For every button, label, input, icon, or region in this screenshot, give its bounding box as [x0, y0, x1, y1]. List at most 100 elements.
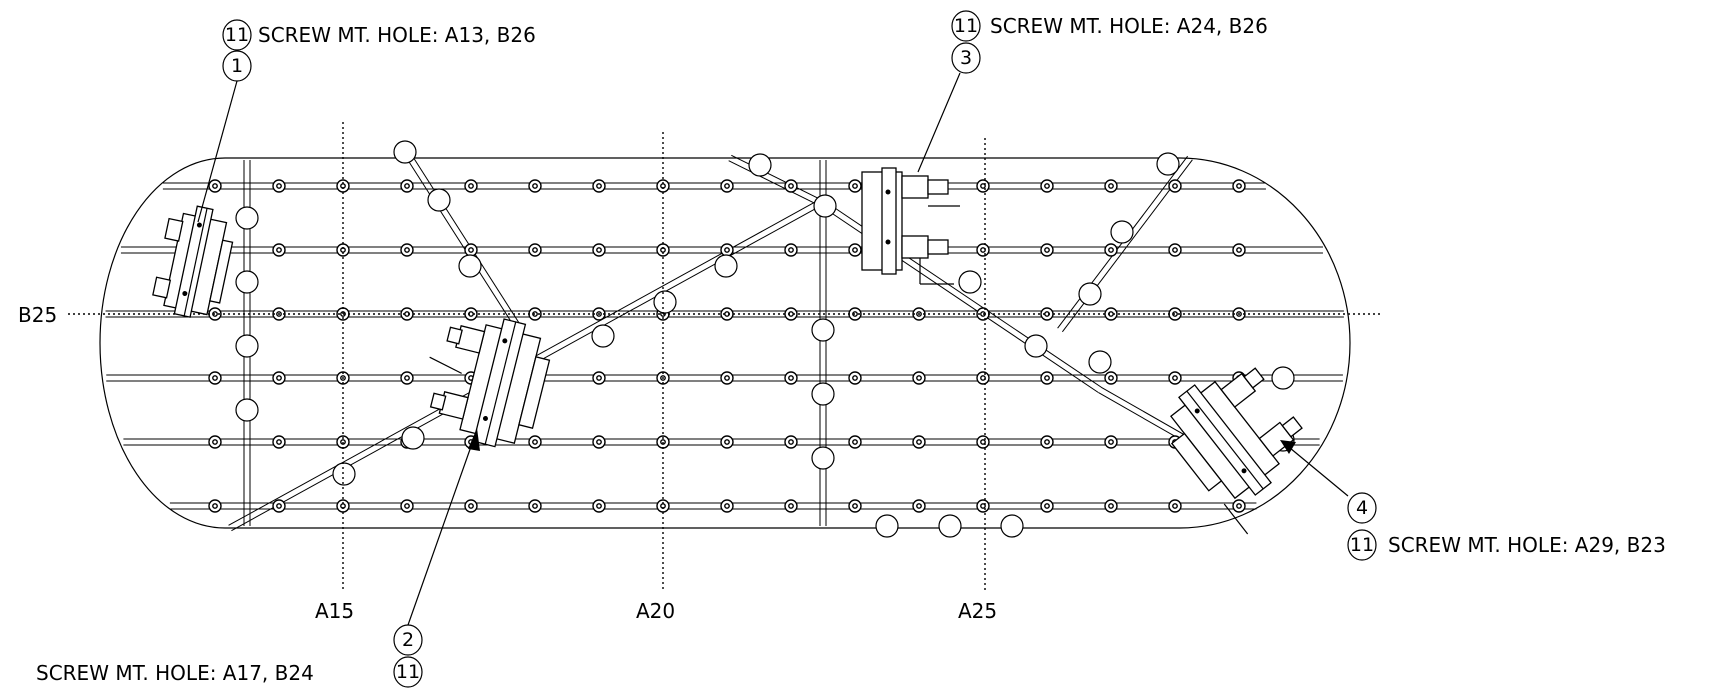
grid-rails: [105, 160, 1344, 526]
leader-line-4: [1289, 447, 1349, 497]
svg-text:3: 3: [960, 47, 972, 69]
mounting-hole-center: [788, 183, 794, 189]
mounting-hole-center: [1172, 375, 1178, 381]
mounting-hole-center: [1172, 503, 1178, 509]
callout-1-note: SCREW MT. HOLE: A13, B26: [258, 23, 536, 47]
leader-line-2: [407, 437, 475, 626]
callout-4-note: SCREW MT. HOLE: A29, B23: [1388, 533, 1666, 557]
mounting-hole-center: [724, 375, 730, 381]
leader-line-1: [197, 80, 238, 223]
callout-1: 11 1 SCREW MT. HOLE: A13, B26: [222, 19, 536, 82]
mounting-hole-center: [1044, 247, 1050, 253]
breadboard-outline: [99, 157, 1351, 529]
large-mounting-hole: [1110, 220, 1134, 244]
mounting-hole-center: [1044, 503, 1050, 509]
large-mounting-hole: [401, 426, 425, 450]
mounting-hole-center: [1108, 183, 1114, 189]
large-mounting-hole: [1000, 514, 1024, 538]
large-mounting-hole: [1024, 334, 1048, 358]
svg-text:11: 11: [1350, 534, 1374, 556]
large-mounting-hole: [811, 318, 835, 342]
mounting-hole-center: [532, 439, 538, 445]
mounting-hole-center: [276, 247, 282, 253]
mounting-hole-center: [852, 503, 858, 509]
large-mounting-hole: [1078, 282, 1102, 306]
mounting-hole-center: [980, 183, 986, 189]
leader-arrow-4: [1280, 440, 1296, 454]
large-mounting-hole: [591, 324, 615, 348]
mounting-hole-center: [916, 375, 922, 381]
large-mounting-hole: [427, 188, 451, 212]
mounting-hole-center: [212, 503, 218, 509]
callout-2-note: SCREW MT. HOLE: A17, B24: [36, 661, 314, 685]
leader-line-3: [917, 72, 961, 173]
mounting-hole-center: [404, 183, 410, 189]
large-mounting-hole: [1088, 350, 1112, 374]
callout-4: 4 11 SCREW MT. HOLE: A29, B23: [1347, 492, 1666, 561]
mounting-hole-center: [1236, 247, 1242, 253]
mount-assembly-1: [152, 205, 234, 318]
large-mounting-hole: [235, 270, 259, 294]
mounting-hole-center: [852, 247, 858, 253]
svg-text:1: 1: [231, 55, 243, 77]
mounting-hole-center: [1172, 247, 1178, 253]
mounting-hole-center: [788, 503, 794, 509]
mounting-hole-center: [1108, 439, 1114, 445]
diagonal-rail: [728, 160, 824, 209]
diagonal-rail: [402, 151, 518, 332]
mounting-hole-center: [788, 247, 794, 253]
mounting-hole-center: [1044, 183, 1050, 189]
mounting-hole-center: [980, 503, 986, 509]
mounting-hole-center: [468, 183, 474, 189]
mounting-hole-center: [1236, 183, 1242, 189]
mounting-hole-center: [852, 311, 858, 317]
mounting-hole-center: [596, 247, 602, 253]
mounting-hole-center: [596, 439, 602, 445]
mounting-hole-center: [724, 503, 730, 509]
mounting-hole-center: [276, 439, 282, 445]
mounting-hole-center: [724, 183, 730, 189]
mounting-hole-center: [1236, 503, 1242, 509]
large-mounting-hole: [811, 446, 835, 470]
large-mounting-hole: [714, 254, 738, 278]
mounting-hole-center: [212, 311, 218, 317]
mounting-hole-center: [404, 247, 410, 253]
mount-assembly-4: [1170, 367, 1303, 535]
mounting-hole-center: [532, 183, 538, 189]
callout-3: 11 3 SCREW MT. HOLE: A24, B26: [951, 10, 1268, 74]
svg-text:2: 2: [402, 629, 414, 651]
large-mounting-hole: [1271, 366, 1295, 390]
mounting-hole-center: [276, 375, 282, 381]
row-label-b25: B25: [18, 303, 57, 327]
mounting-hole-center: [1172, 183, 1178, 189]
mounting-hole-center: [468, 503, 474, 509]
mount-assembly-2: [429, 318, 551, 448]
mounting-hole-center: [596, 503, 602, 509]
large-mounting-hole: [235, 334, 259, 358]
large-mounting-hole: [748, 153, 772, 177]
svg-text:4: 4: [1356, 497, 1368, 519]
mounting-hole-center: [276, 183, 282, 189]
mounting-hole-center: [1108, 247, 1114, 253]
diagonal-rail: [731, 154, 827, 203]
mounting-hole-center: [404, 503, 410, 509]
svg-text:11: 11: [396, 661, 420, 683]
mounting-hole-center: [532, 247, 538, 253]
mounting-hole-center: [1108, 503, 1114, 509]
svg-text:11: 11: [954, 15, 978, 37]
large-mounting-hole: [938, 514, 962, 538]
mounting-hole-center: [596, 183, 602, 189]
leader-arrow-2: [468, 428, 480, 451]
diagonal-rails: [228, 148, 1242, 532]
mounting-hole-center: [724, 247, 730, 253]
mounting-hole-center: [980, 439, 986, 445]
large-mounting-hole: [1156, 152, 1180, 176]
column-label-a25: A25: [958, 599, 997, 623]
callout-3-note: SCREW MT. HOLE: A24, B26: [990, 14, 1268, 38]
mounting-hole-center: [596, 375, 602, 381]
mounting-hole-center: [468, 247, 474, 253]
mounting-hole-center: [1108, 375, 1114, 381]
column-label-a15: A15: [315, 599, 354, 623]
large-mounting-hole: [813, 194, 837, 218]
